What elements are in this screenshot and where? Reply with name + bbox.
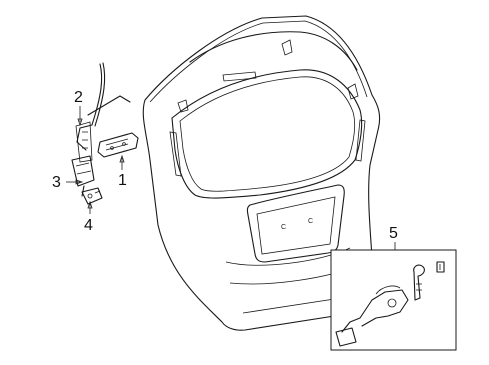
handle-rod-part-2 — [75, 62, 131, 163]
callout-4: 4 — [84, 217, 93, 234]
callout-5: 5 — [389, 225, 398, 242]
rear-window — [169, 69, 366, 199]
striker-part-4 — [81, 187, 103, 205]
callout-2: 2 — [74, 89, 83, 106]
callout-1: 1 — [118, 172, 127, 189]
lock-cylinder-kit-part-5 — [330, 249, 457, 351]
callout-3: 3 — [52, 174, 61, 191]
leader-lines — [66, 106, 396, 250]
emblem-left: C — [281, 224, 286, 231]
emblem-right: C — [308, 218, 313, 225]
actuator-part-3 — [71, 155, 95, 197]
gate-handle-part-1 — [97, 132, 139, 158]
